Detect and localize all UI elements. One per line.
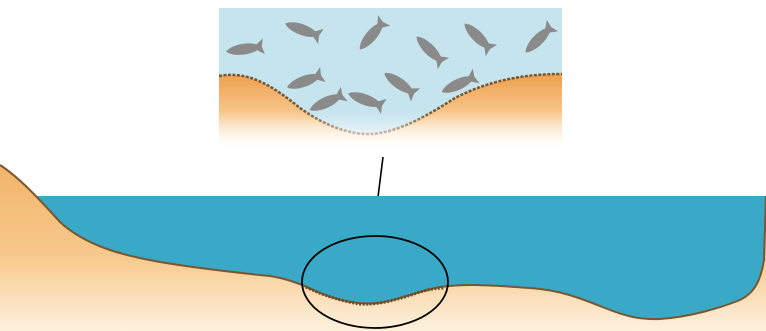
inset-closeup — [219, 8, 562, 146]
main-cross-section — [0, 165, 766, 331]
